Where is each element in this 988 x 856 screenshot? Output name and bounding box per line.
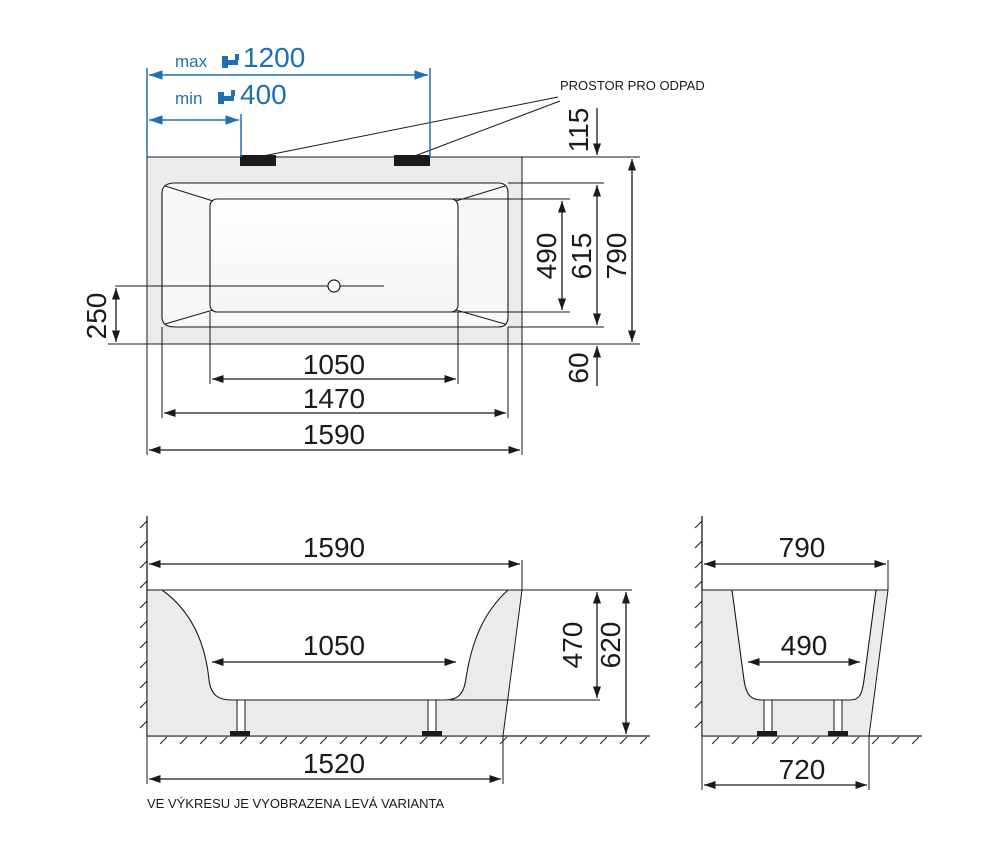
drain-icon xyxy=(327,279,341,293)
dim-615: 615 xyxy=(566,233,597,280)
drain-space-block-left xyxy=(240,155,276,166)
end-view-leg xyxy=(763,699,773,733)
side-view-basin xyxy=(160,589,510,701)
dim-60: 60 xyxy=(563,352,594,383)
dim-790-end: 790 xyxy=(779,532,826,563)
dim-115: 115 xyxy=(563,108,594,153)
dim-490-end: 490 xyxy=(781,630,828,661)
faucet-icon xyxy=(222,54,239,68)
side-view-leg xyxy=(236,699,246,733)
dim-720: 720 xyxy=(779,754,826,785)
end-view-basin xyxy=(731,589,877,701)
side-view-leg xyxy=(427,699,437,733)
drain-space-label: PROSTOR PRO ODPAD xyxy=(560,78,705,93)
dim-1590-top: 1590 xyxy=(303,419,365,450)
wall-hatch-end xyxy=(694,520,703,729)
dim-620: 620 xyxy=(595,622,626,669)
max-value: 1200 xyxy=(243,42,305,73)
dim-470: 470 xyxy=(557,622,588,669)
drain-space-block-right xyxy=(394,155,430,166)
wall-hatch xyxy=(139,520,148,729)
end-view-leg xyxy=(833,699,843,733)
max-label: max xyxy=(175,52,208,71)
dim-1050-top: 1050 xyxy=(303,349,365,380)
end-view: 790 490 720 xyxy=(694,516,922,790)
min-label: min xyxy=(175,89,202,108)
dim-1050-side: 1050 xyxy=(303,630,365,661)
footer-note: VE VÝKRESU JE VYOBRAZENA LEVÁ VARIANTA xyxy=(147,796,444,811)
floor-hatch xyxy=(159,736,648,745)
top-view: PROSTOR PRO ODPAD max 1200 min 400 xyxy=(81,42,705,455)
faucet-icon xyxy=(218,90,235,104)
dim-1590-side: 1590 xyxy=(303,532,365,563)
floor-hatch-end xyxy=(711,736,920,745)
top-view-floor xyxy=(209,198,459,313)
dim-490-top: 490 xyxy=(531,233,562,280)
dim-250: 250 xyxy=(81,293,112,340)
dim-1470: 1470 xyxy=(303,383,365,414)
side-view: 1590 1050 470 620 1520 xyxy=(139,516,650,784)
dim-1520: 1520 xyxy=(303,748,365,779)
min-value: 400 xyxy=(240,79,287,110)
dim-790-top: 790 xyxy=(601,233,632,280)
